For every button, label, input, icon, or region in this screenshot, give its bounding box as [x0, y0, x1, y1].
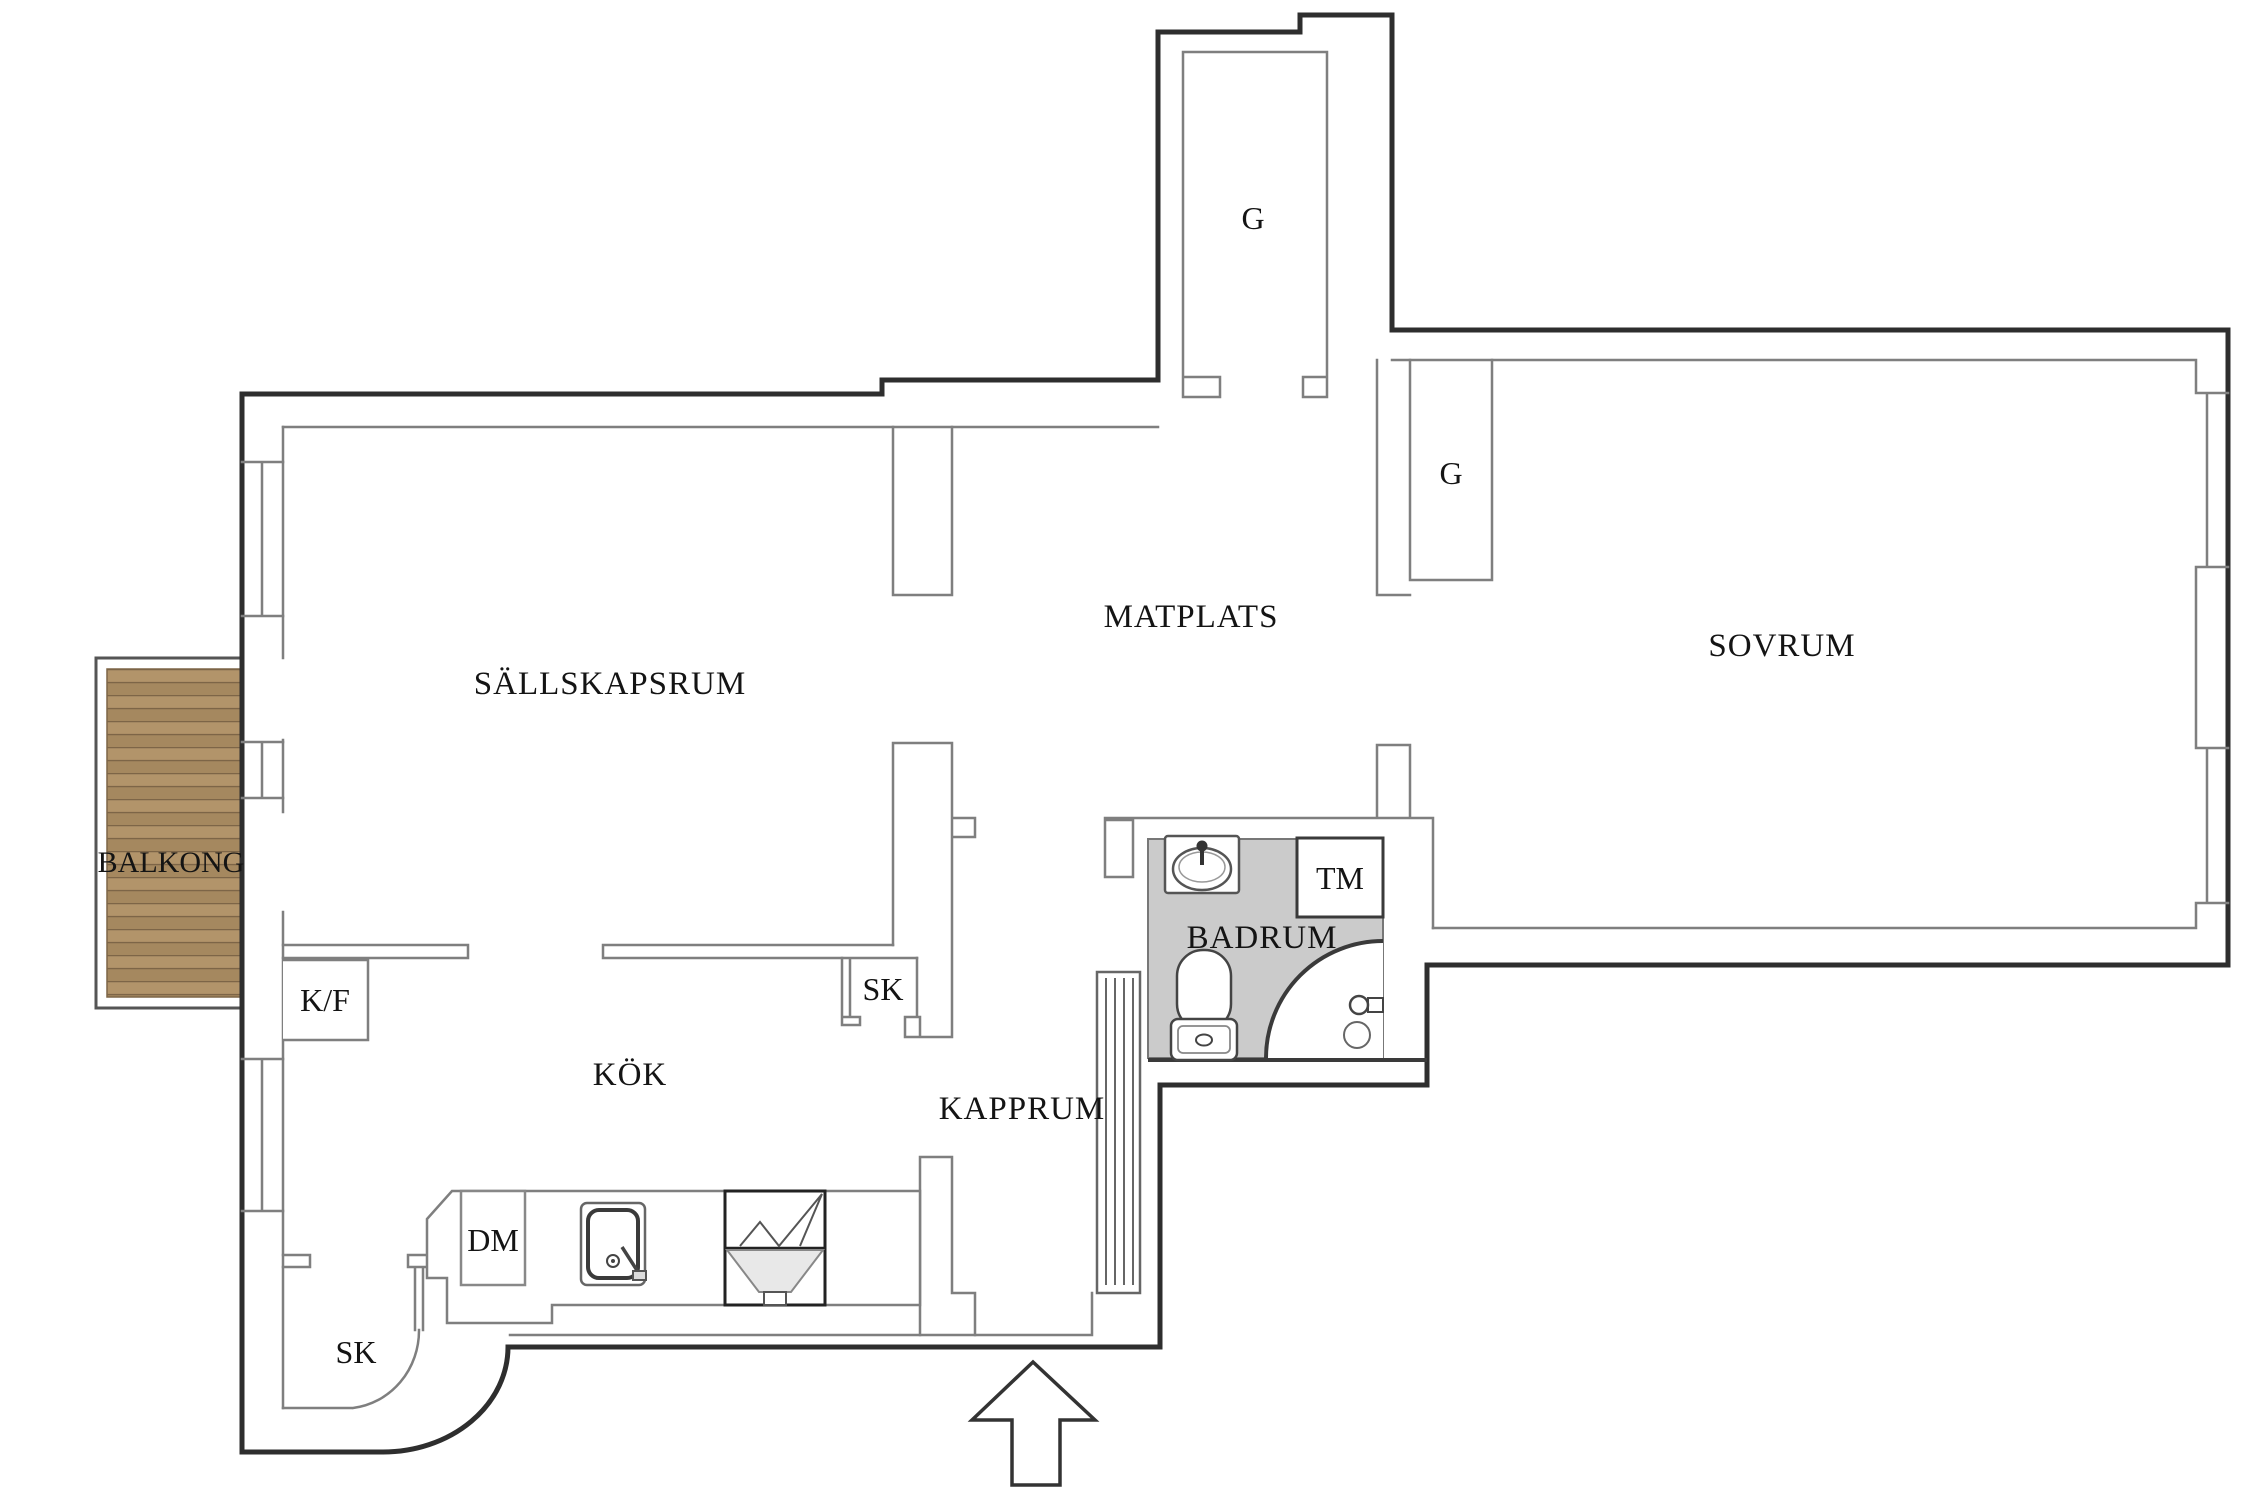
- wall-kitchen-living: [281, 943, 895, 960]
- hall-radiator: [1095, 970, 1142, 1295]
- room-label-hall: KAPPRUM: [939, 1091, 1106, 1127]
- fridge-freezer-box: [283, 958, 370, 1042]
- balcony-deck: [106, 668, 242, 998]
- label-washing-machine: TM: [1316, 860, 1364, 896]
- kitchen-sink-drain: [606, 1254, 620, 1268]
- room-label-living: SÄLLSKAPSRUM: [474, 666, 746, 702]
- room-label-balcony: BALKONG: [98, 846, 245, 879]
- room-label-kitchen: KÖK: [593, 1057, 668, 1093]
- stove-zigzag-symbol: [739, 1193, 823, 1248]
- stove: [723, 1189, 827, 1307]
- washing-machine-box: [1295, 836, 1385, 919]
- shower-enclosure: [1264, 939, 1384, 1059]
- entrance-arrow: [967, 1359, 1100, 1487]
- wall-stub-lower: [891, 741, 977, 1039]
- room-label-bathroom: BADRUM: [1187, 920, 1338, 956]
- wall-entry-inner: [508, 1291, 1094, 1337]
- labels: SÄLLSKAPSRUM MATPLATS SOVRUM KÖK BADRUM …: [98, 200, 1855, 1370]
- kitchen-sink: [579, 1201, 647, 1287]
- hall-radiator-slats: [1105, 978, 1134, 1285]
- bathroom-tap-stem: [1200, 847, 1204, 865]
- toilet: [1169, 948, 1239, 1062]
- kitchen-sink-drain-dot: [611, 1259, 615, 1263]
- label-wardrobe-bedroom: G: [1439, 455, 1462, 491]
- shower-handle: [1348, 994, 1370, 1016]
- room-label-dining: MATPLATS: [1104, 599, 1279, 635]
- exterior-wall-outline: [239, 12, 2231, 1455]
- bathroom-tap: [1196, 840, 1208, 852]
- wall-stub-upper: [891, 425, 954, 597]
- toilet-cistern: [1169, 1017, 1239, 1062]
- label-closet-hall: SK: [336, 1334, 377, 1370]
- stove-funnel-foot: [763, 1291, 787, 1306]
- wardrobe-bedroom-walls: [1375, 358, 1494, 597]
- dishwasher-box: [459, 1189, 527, 1287]
- shower-floor: [1266, 941, 1383, 1058]
- room-label-bedroom: SOVRUM: [1708, 628, 1855, 664]
- shower-drain: [1343, 1021, 1371, 1049]
- stove-funnel: [724, 1249, 826, 1293]
- label-fridge-freezer: K/F: [300, 982, 350, 1018]
- label-closet-kitchen: SK: [863, 971, 904, 1007]
- left-windows: [240, 460, 285, 1213]
- bathroom-sink: [1163, 834, 1241, 895]
- kitchen-faucet-base: [632, 1270, 647, 1281]
- closet-kitchen-walls: [840, 956, 919, 1027]
- toilet-flush-button: [1195, 1033, 1213, 1047]
- wall-kitchen-right: [918, 1155, 977, 1337]
- wardrobe-top-walls: [1181, 50, 1329, 399]
- shower-mixer: [1367, 997, 1384, 1013]
- label-wardrobe-top: G: [1241, 200, 1264, 236]
- balcony: [94, 656, 244, 1010]
- shower-door-arc: [1264, 939, 1384, 1059]
- kitchen-sink-basin: [586, 1208, 640, 1280]
- bedroom-walls-windows: [1390, 358, 2230, 930]
- label-dishwasher: DM: [467, 1222, 519, 1258]
- toilet-cistern-inner: [1177, 1025, 1231, 1054]
- wall-bathroom-top: [1103, 743, 1435, 930]
- interior-walls: [240, 50, 2230, 1410]
- wall-hall-curve: [281, 1253, 449, 1410]
